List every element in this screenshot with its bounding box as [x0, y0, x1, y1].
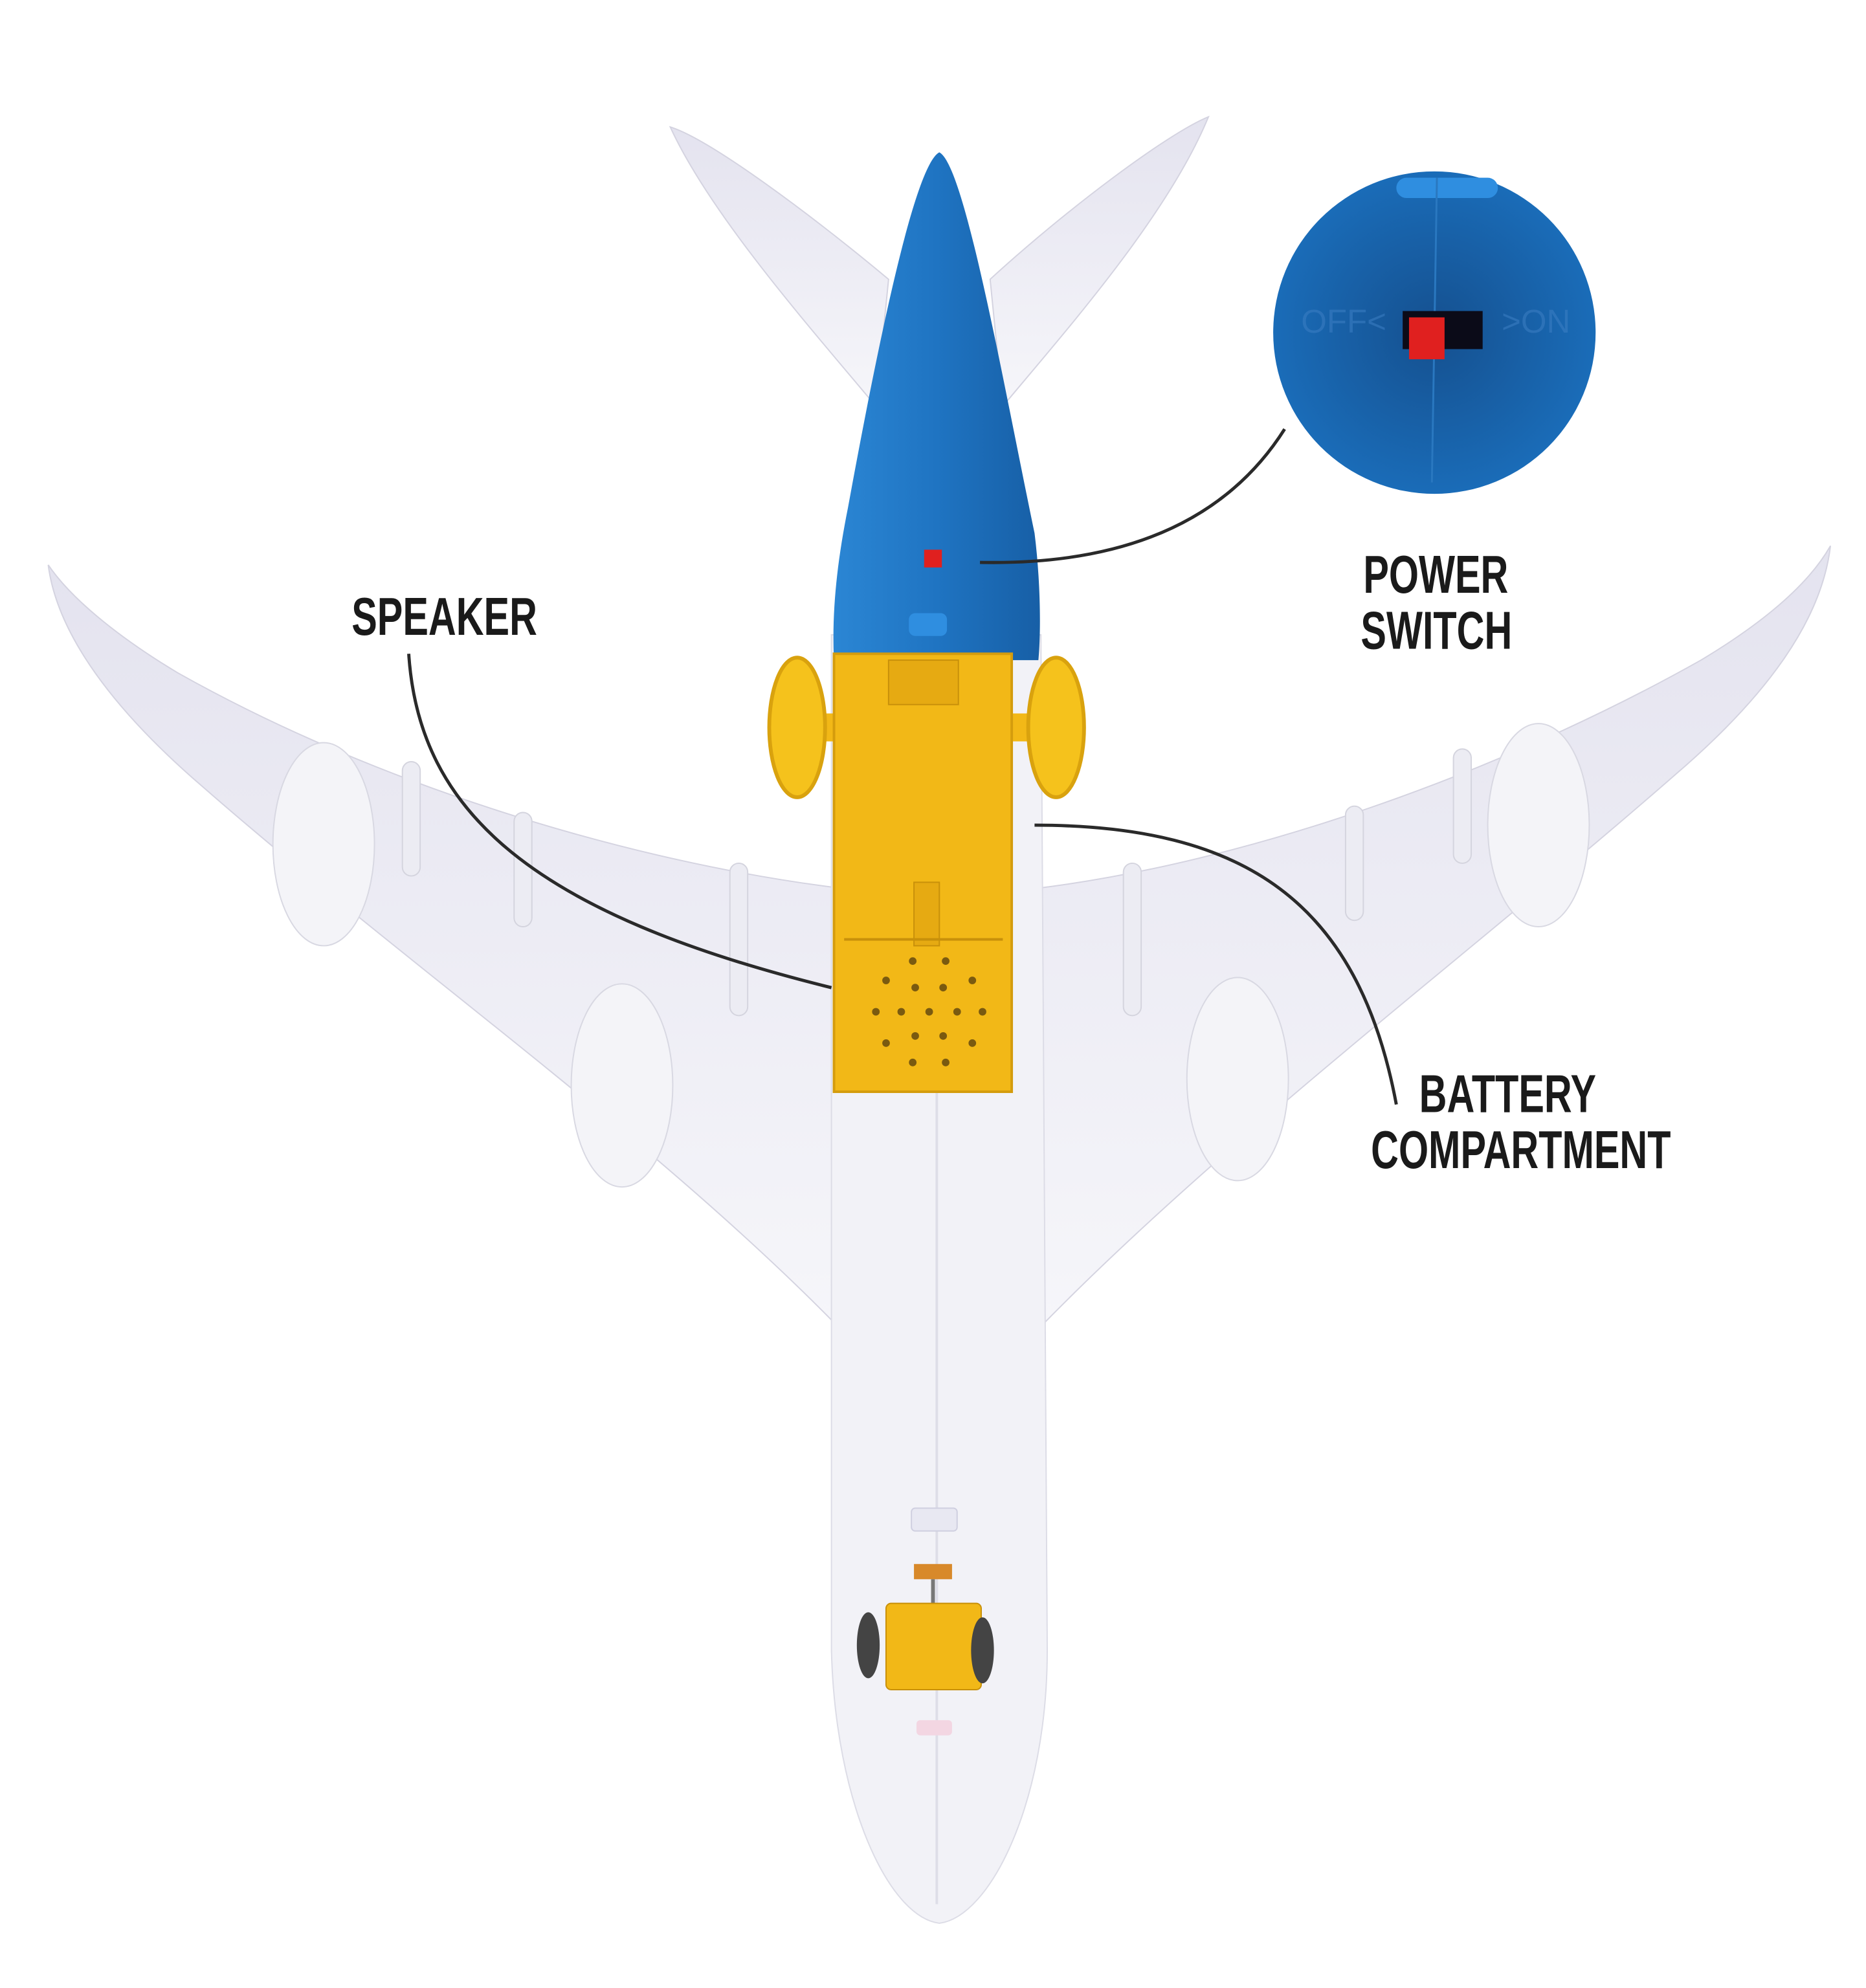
speaker-hole: [968, 1039, 977, 1047]
speaker-hole: [942, 957, 950, 965]
battery-label-line1: BATTERY: [1419, 1065, 1596, 1124]
power-switch-inset: OFF< >ON: [1273, 171, 1596, 494]
speaker-hole: [909, 1058, 917, 1066]
power-switch-callout-line: [980, 428, 1286, 564]
battery-label-line2: COMPARTMENT: [1371, 1120, 1671, 1180]
horizontal-stabilizer: [669, 115, 1210, 408]
inset-on-label: >ON: [1502, 303, 1570, 340]
speaker-hole: [909, 957, 917, 965]
battery-callout-line: [1034, 823, 1398, 1105]
speaker-hole: [911, 1032, 919, 1040]
speaker-callout-line: [407, 654, 832, 989]
speaker-hole: [953, 1008, 961, 1016]
nose-landing-gear: [856, 1507, 994, 1736]
inset-switch-red: [1408, 317, 1445, 360]
wing-pylons: [401, 748, 1472, 1017]
speaker-hole: [882, 1039, 890, 1047]
power-switch[interactable]: [924, 549, 942, 568]
speaker-hole: [897, 1008, 905, 1016]
inset-off-label: OFF<: [1301, 303, 1386, 340]
speaker-hole: [882, 977, 890, 984]
speaker-hole: [939, 1032, 948, 1040]
speaker-hole: [872, 1008, 880, 1016]
power-label-line1: POWER: [1363, 546, 1508, 605]
speaker-hole: [925, 1008, 933, 1016]
speaker-label: SPEAKER: [351, 587, 537, 646]
battery-compartment: [832, 652, 1014, 1094]
speaker-hole: [942, 1058, 950, 1066]
speaker-hole: [939, 984, 948, 991]
speaker-hole: [911, 984, 919, 991]
speaker-hole: [968, 977, 977, 984]
callout-lines: [407, 428, 1398, 1105]
speaker-hole: [979, 1008, 986, 1016]
power-label-line2: SWITCH: [1361, 601, 1512, 661]
speaker-grille: [872, 957, 986, 1066]
engines: [272, 723, 1590, 1188]
blue-tail-section: [833, 152, 1040, 661]
